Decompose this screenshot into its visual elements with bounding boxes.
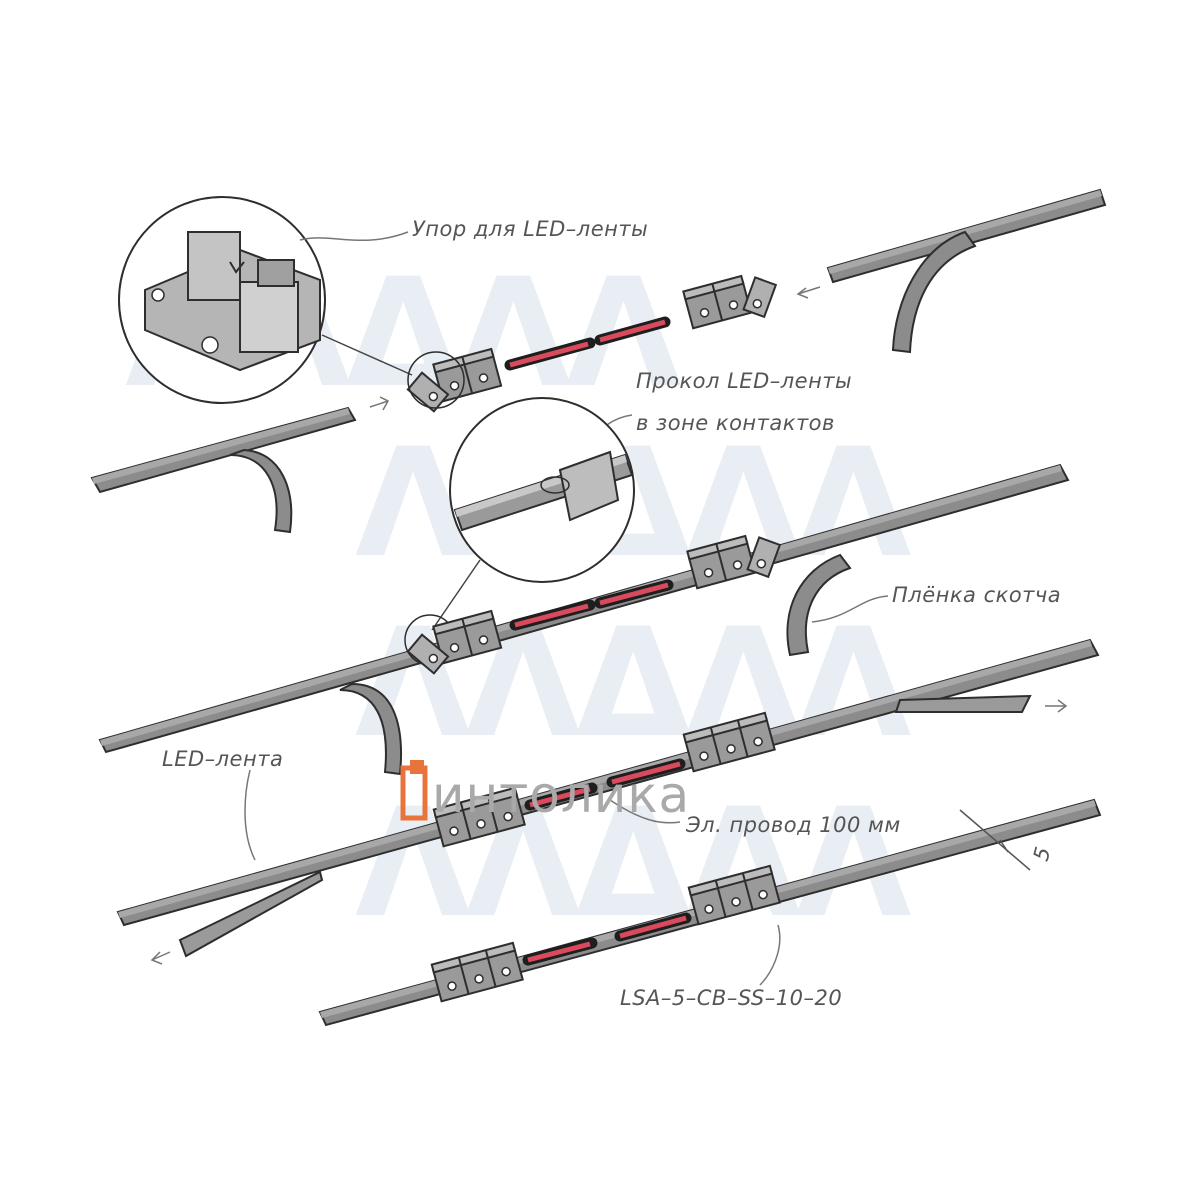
label-film: Плёнка скотча	[892, 583, 1061, 607]
wire-red	[611, 761, 681, 785]
tape-film-peel	[339, 682, 402, 776]
detail-circle-stop	[118, 196, 465, 409]
callout-line	[609, 799, 681, 824]
detail-circle-pierce	[431, 397, 635, 631]
tape-film-peel	[178, 870, 324, 958]
label-pierce-line1: Прокол LED–ленты	[636, 369, 852, 393]
label-wire: Эл. провод 100 мм	[685, 813, 901, 837]
wire-red	[514, 603, 589, 628]
label-model: LSA–5–CB–SS–10–20	[620, 986, 842, 1010]
wire-red	[599, 582, 669, 606]
brand-icon-dot	[410, 760, 424, 774]
wire-red	[619, 915, 687, 939]
label-led-strip: LED–лента	[162, 747, 283, 771]
watermark: ΛΛΔΛΛ ΛΛΔΛΛ ΛΛΔΛΛ ΛΛΔΛΛ	[125, 247, 917, 951]
arrow-icon	[1045, 699, 1068, 713]
wire-red	[509, 341, 589, 368]
connector-closed	[430, 941, 524, 1003]
brand-name: интолика	[432, 766, 690, 824]
label-pierce-line2: в зоне контактов	[636, 411, 835, 435]
tape-film-peel	[894, 694, 1032, 713]
arrow-icon	[150, 951, 171, 965]
dimension-marker: 5	[959, 809, 1056, 871]
tape-film-peel	[229, 448, 293, 534]
label-dimension: 5	[1029, 844, 1056, 864]
brand-logo: интолика	[400, 760, 690, 824]
callout-line	[811, 595, 889, 623]
arrow-icon	[796, 286, 821, 299]
wire-red	[529, 786, 591, 808]
tape-film-peel	[786, 553, 852, 657]
wire-red	[527, 941, 591, 963]
wire-red	[599, 319, 666, 343]
tape-film-peel	[891, 230, 977, 354]
callout-line	[299, 231, 409, 242]
row-1-strip-right	[826, 188, 1107, 354]
callout-line	[244, 769, 256, 861]
arrow-icon	[369, 396, 390, 411]
callout-line	[759, 924, 781, 986]
watermark-text: ΛΛΔΛΛ	[355, 597, 911, 771]
row-1-strip-left	[90, 406, 357, 534]
label-stop: Упор для LED–ленты	[412, 217, 648, 241]
connector-open	[682, 266, 785, 337]
